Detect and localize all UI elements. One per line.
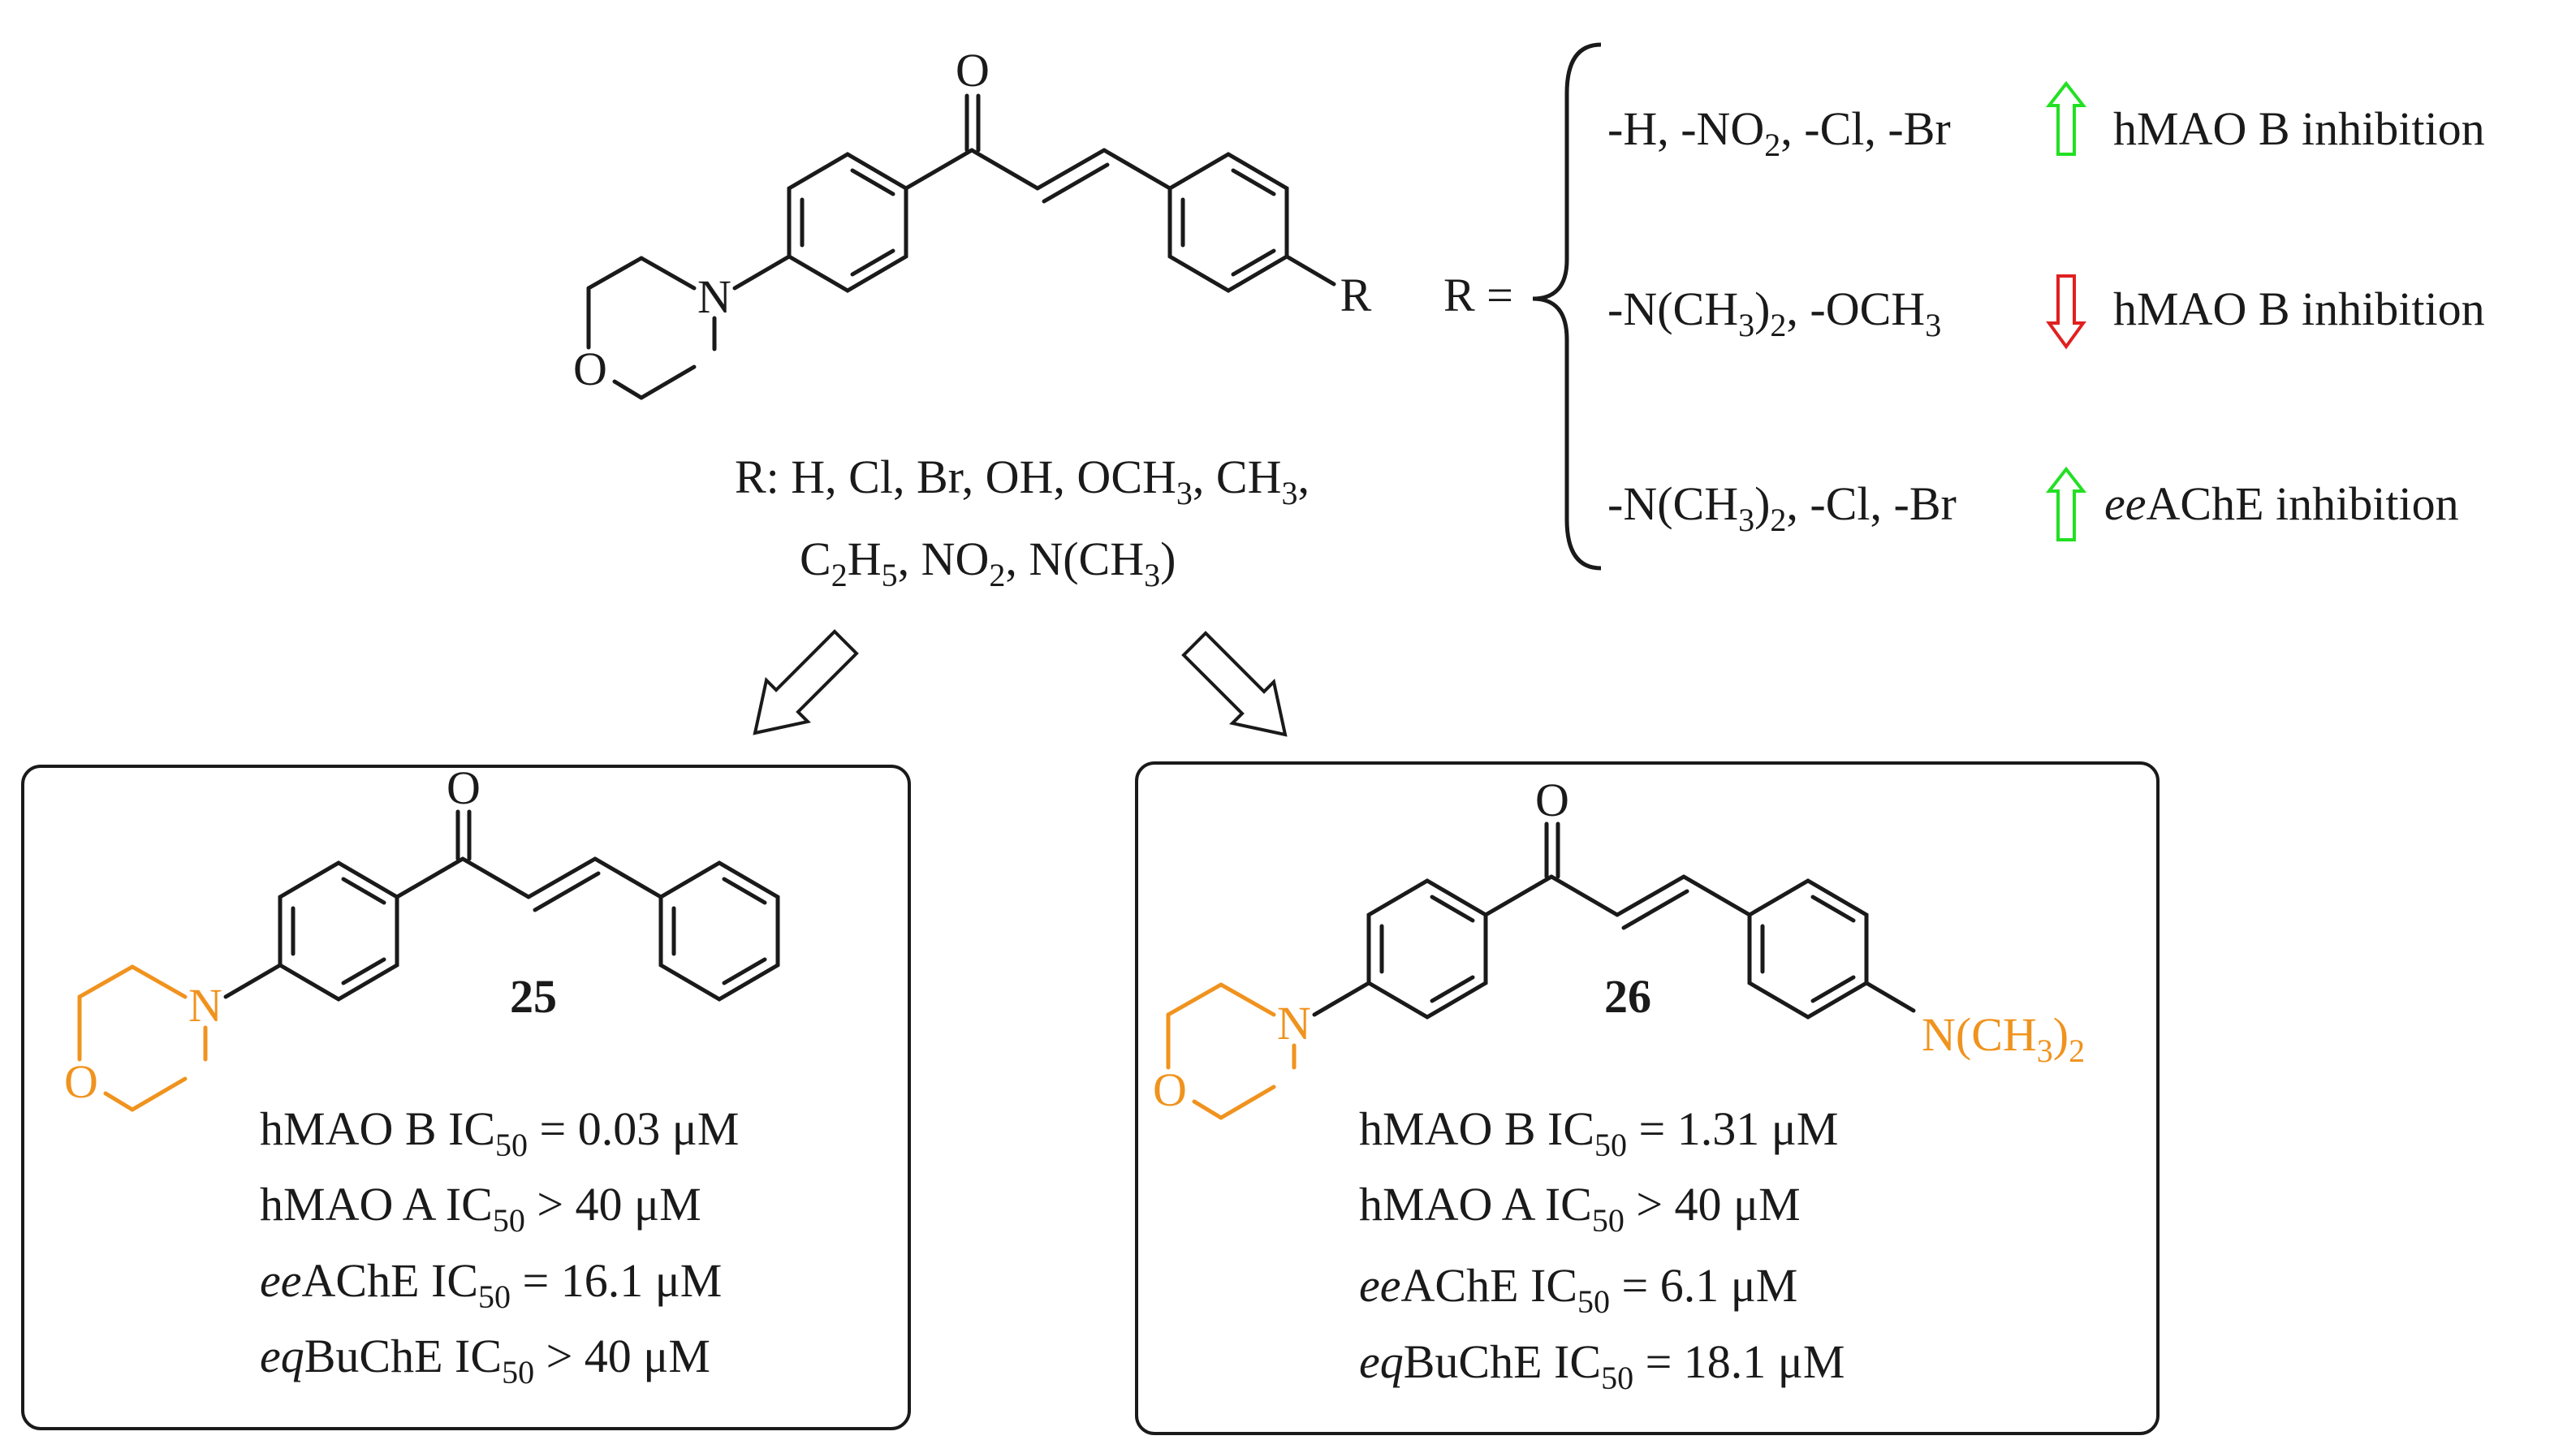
compound-25-row-3: eeAChE IC50 = 16.1 μM	[260, 1254, 722, 1315]
arrow-to-compound-26	[1181, 631, 1288, 737]
compound-25-structure	[77, 809, 780, 1112]
compound-26-row-4: eqBuChE IC50 = 18.1 μM	[1359, 1335, 1845, 1396]
morpholine-nitrogen-label: N	[697, 270, 731, 323]
sar-row-1-substituents: -H, -NO2, -Cl, -Br	[1607, 102, 1951, 163]
compound-26-panel	[1135, 761, 2160, 1435]
increase-arrow-icon	[2045, 80, 2087, 156]
compound-26-carbonyl-oxygen: O	[1535, 774, 1569, 826]
r-substituent-list-line-1: R: H, Cl, Br, OH, OCH3, CH3,	[735, 451, 1310, 511]
compound-26-row-1: hMAO B IC50 = 1.31 μM	[1359, 1102, 1838, 1163]
carbonyl-oxygen-label: O	[956, 44, 990, 97]
compound-25-morpholine-nitrogen: N	[188, 979, 222, 1032]
parent-chalcone-structure	[586, 93, 1336, 400]
sar-row-2-substituents: -N(CH3)2, -OCH3	[1607, 282, 1941, 343]
compound-25-row-4: eqBuChE IC50 > 40 μM	[260, 1330, 710, 1390]
sar-row-3-substituents: -N(CH3)2, -Cl, -Br	[1607, 477, 1957, 538]
compound-25-number: 25	[510, 970, 557, 1023]
increase-arrow-icon	[2045, 466, 2087, 541]
arrow-to-compound-25	[753, 629, 859, 735]
compound-25-row-2: hMAO A IC50 > 40 μM	[260, 1178, 701, 1239]
decrease-arrow-icon	[2046, 274, 2086, 350]
compound-25-panel	[21, 765, 911, 1430]
substituent-brace	[1532, 42, 1602, 571]
r-substituent-list-line-2: C2H5, NO2, N(CH3)	[800, 532, 1176, 593]
compound-25-row-1: hMAO B IC50 = 0.03 μM	[260, 1102, 739, 1163]
compound-25-morpholine-oxygen: O	[64, 1055, 98, 1108]
sar-row-1-effect: hMAO B inhibition	[2113, 102, 2485, 155]
compound-26-number: 26	[1604, 970, 1651, 1023]
r-group-label: R	[1340, 269, 1372, 321]
compound-26-morpholine-oxygen: O	[1153, 1063, 1187, 1116]
compound-25-carbonyl-oxygen: O	[447, 761, 481, 814]
compound-26-row-3: eeAChE IC50 = 6.1 μM	[1359, 1259, 1797, 1320]
sar-row-3-effect: eeAChE inhibition	[2104, 477, 2459, 530]
compound-26-dimethylamino-label: N(CH3)2	[1922, 1008, 2085, 1069]
compound-26-morpholine-nitrogen: N	[1277, 997, 1311, 1050]
compound-26-structure	[1166, 821, 1916, 1120]
r-equals-label: R =	[1443, 269, 1513, 321]
morpholine-oxygen-label: O	[573, 343, 607, 395]
sar-row-2-effect: hMAO B inhibition	[2113, 282, 2485, 335]
compound-26-row-2: hMAO A IC50 > 40 μM	[1359, 1178, 1801, 1239]
